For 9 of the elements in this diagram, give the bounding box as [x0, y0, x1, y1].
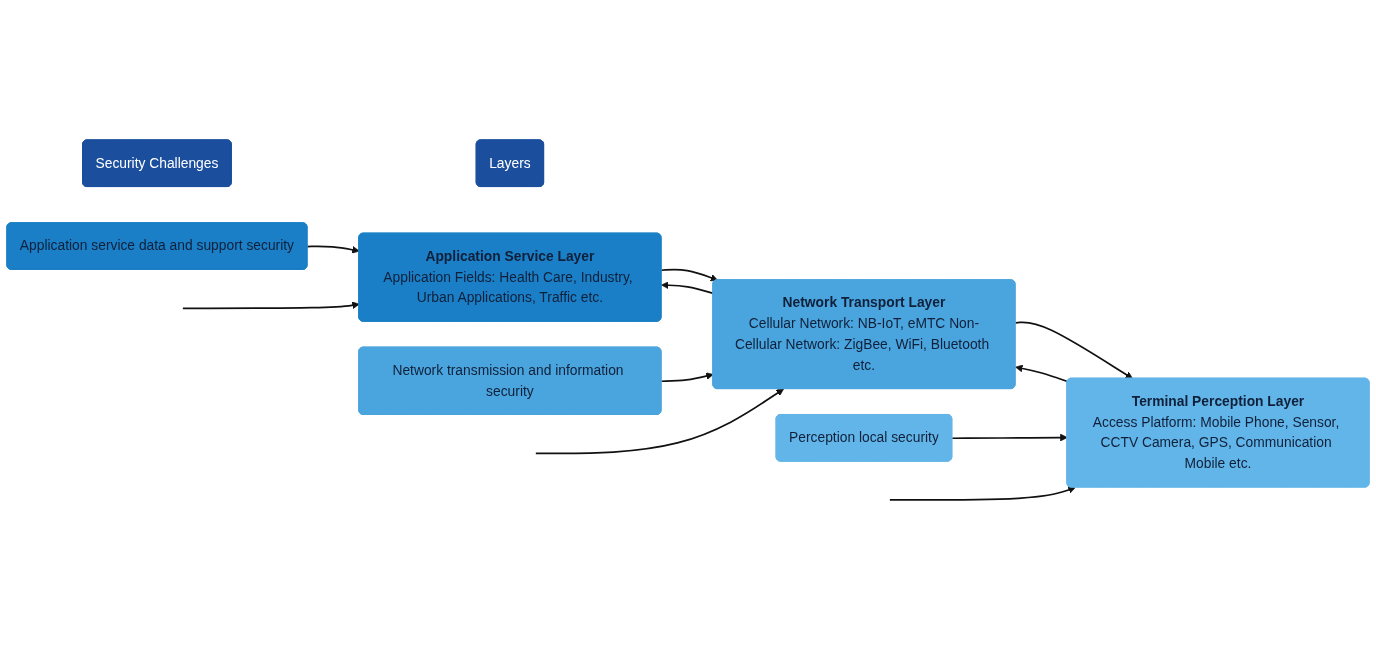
- arrow: [660, 371, 714, 382]
- arrow: [1014, 320, 1133, 379]
- arrow: [182, 301, 360, 309]
- arrow: [660, 268, 718, 281]
- arrow: [306, 245, 360, 254]
- arrow: [534, 388, 784, 454]
- arrow: [889, 485, 1076, 501]
- arrow: [1015, 364, 1069, 382]
- arrow: [951, 433, 1068, 441]
